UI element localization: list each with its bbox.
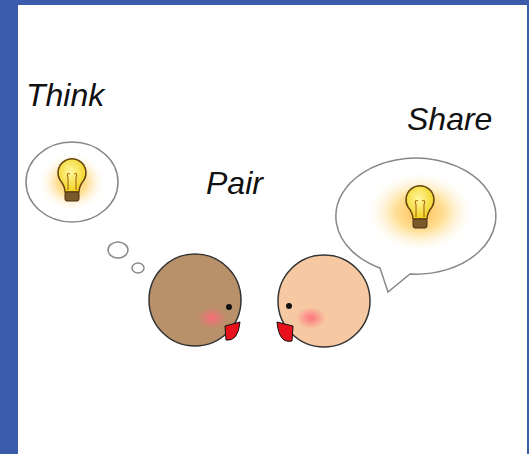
light-bulb [58, 159, 86, 201]
thought-bubble [26, 142, 144, 273]
face-right [277, 255, 370, 347]
think-label: Think [26, 78, 104, 113]
panel [18, 5, 527, 454]
face-left [149, 254, 241, 346]
share-label: Share [407, 102, 492, 137]
pair-label: Pair [206, 166, 263, 201]
light-bulb [406, 186, 434, 228]
